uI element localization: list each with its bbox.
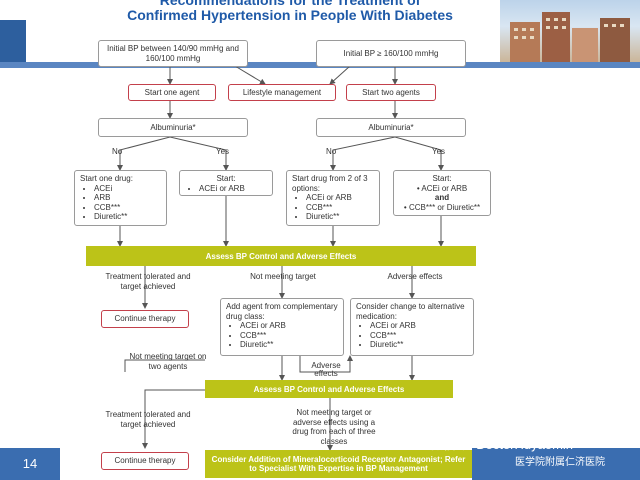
left-accent-band (0, 20, 26, 65)
list-item: Diuretic** (240, 340, 338, 350)
start-acei-title: Start: (216, 174, 236, 183)
title-line-1: Recommendations for the Treatment of (159, 0, 421, 8)
hospital-watermark: 医学院附属仁济医院 (515, 457, 605, 468)
yes-left-label: Yes (216, 147, 230, 156)
assess-bp-text-2: Assess BP Control and Adverse Effects (253, 384, 405, 394)
start-one-drug-list: ACEi ARB CCB*** Diuretic** (80, 184, 161, 222)
two-of-three-list: ACEi or ARB CCB*** Diuretic** (292, 193, 374, 222)
albuminuria-left-text: Albuminuria* (150, 122, 196, 132)
list-item: CCB*** (370, 331, 468, 341)
bp-high-box: Initial BP ≥ 160/100 mmHg (316, 40, 466, 67)
two-of-three-title: Start drug from 2 of 3 options: (292, 174, 368, 193)
page-number: 14 (0, 448, 60, 480)
list-item: ACEi or ARB (306, 193, 374, 203)
list-item: ACEi or ARB (240, 321, 338, 331)
bp-high-text: Initial BP ≥ 160/100 mmHg (343, 48, 439, 58)
consider-change-list: ACEi or ARB CCB*** Diuretic** (356, 321, 468, 350)
continue-therapy-box-2: Continue therapy (101, 452, 189, 470)
list-item: Diuretic** (94, 212, 161, 222)
continue-therapy-text-1: Continue therapy (114, 314, 176, 324)
start-combo-line3: • CCB*** or Diuretic** (403, 202, 481, 212)
lifestyle-management-text: Lifestyle management (242, 87, 322, 97)
list-item: CCB*** (94, 203, 161, 213)
tolerated-label-2: Treatment tolerated and target achieved (105, 410, 191, 429)
add-agent-list: ACEi or ARB CCB*** Diuretic** (226, 321, 338, 350)
no-left-label: No (112, 147, 123, 156)
list-item: ACEi or ARB (370, 321, 468, 331)
start-combo-line1: • ACEi or ARB (416, 183, 468, 193)
start-one-agent-text: Start one agent (144, 87, 200, 97)
start-one-drug-box: Start one drug: ACEi ARB CCB*** Diuretic… (74, 170, 167, 226)
not-meeting-three-label: Not meeting target or adverse effects us… (292, 408, 376, 446)
list-item: CCB*** (306, 203, 374, 213)
assess-bp-text-1: Assess BP Control and Adverse Effects (205, 251, 357, 261)
list-item: Diuretic** (370, 340, 468, 350)
list-item: Diuretic** (306, 212, 374, 222)
footer-band-right (472, 448, 640, 480)
start-combo-title: Start: (432, 174, 452, 183)
hospital-building-icon (510, 12, 630, 66)
not-meeting-label-1: Not meeting target (250, 272, 316, 281)
list-item: ACEi (94, 184, 161, 194)
hospital-photo (500, 0, 640, 66)
slide-title: Recommendations for the Treatment of Con… (90, 0, 490, 23)
bp-moderate-text: Initial BP between 140/90 mmHg and 160/1… (107, 44, 239, 63)
add-agent-title: Add agent from complementary drug class: (226, 302, 338, 321)
final-recommendation-text: Consider Addition of Mineralocorticoid R… (211, 455, 466, 473)
assess-bp-bar-2: Assess BP Control and Adverse Effects (205, 380, 453, 398)
bp-moderate-box: Initial BP between 140/90 mmHg and 160/1… (98, 40, 248, 67)
start-one-drug-title: Start one drug: (80, 174, 133, 183)
albuminuria-right-text: Albuminuria* (368, 122, 414, 132)
albuminuria-left-box: Albuminuria* (98, 118, 248, 137)
adverse-small-label: Adverse effects (311, 361, 341, 378)
title-line-2: Confirmed Hypertension in People With Di… (127, 7, 453, 23)
continue-therapy-text-2: Continue therapy (114, 456, 176, 466)
albuminuria-right-box: Albuminuria* (316, 118, 466, 137)
not-meeting-two-label: Not meeting target on two agents (129, 352, 207, 371)
start-two-agents-text: Start two agents (362, 87, 420, 97)
no-right-label: No (326, 147, 337, 156)
list-item: ACEi or ARB (199, 184, 267, 194)
two-of-three-box: Start drug from 2 of 3 options: ACEi or … (286, 170, 380, 226)
lifestyle-management-box: Lifestyle management (228, 84, 336, 101)
tolerated-label-1: Treatment tolerated and target achieved (105, 272, 191, 291)
start-combo-box: Start: • ACEi or ARB and • CCB*** or Diu… (393, 170, 491, 216)
assess-bp-bar-1: Assess BP Control and Adverse Effects (86, 246, 476, 266)
add-agent-box: Add agent from complementary drug class:… (220, 298, 344, 356)
list-item: CCB*** (240, 331, 338, 341)
start-acei-arb-box: Start: ACEi or ARB (179, 170, 273, 196)
yes-right-label: Yes (432, 147, 446, 156)
final-recommendation-bar: Consider Addition of Mineralocorticoid R… (205, 450, 472, 478)
continue-therapy-box-1: Continue therapy (101, 310, 189, 328)
adverse-label-1: Adverse effects (387, 272, 443, 281)
start-two-agents-box: Start two agents (346, 84, 436, 101)
start-acei-list: ACEi or ARB (185, 184, 267, 194)
consider-change-title: Consider change to alternative medicatio… (356, 302, 465, 321)
wechat-watermark: 微信号: DoctorHuyaomin (430, 437, 574, 452)
start-combo-line2: and (434, 193, 450, 202)
start-one-agent-box: Start one agent (128, 84, 216, 101)
consider-change-box: Consider change to alternative medicatio… (350, 298, 474, 356)
list-item: ARB (94, 193, 161, 203)
